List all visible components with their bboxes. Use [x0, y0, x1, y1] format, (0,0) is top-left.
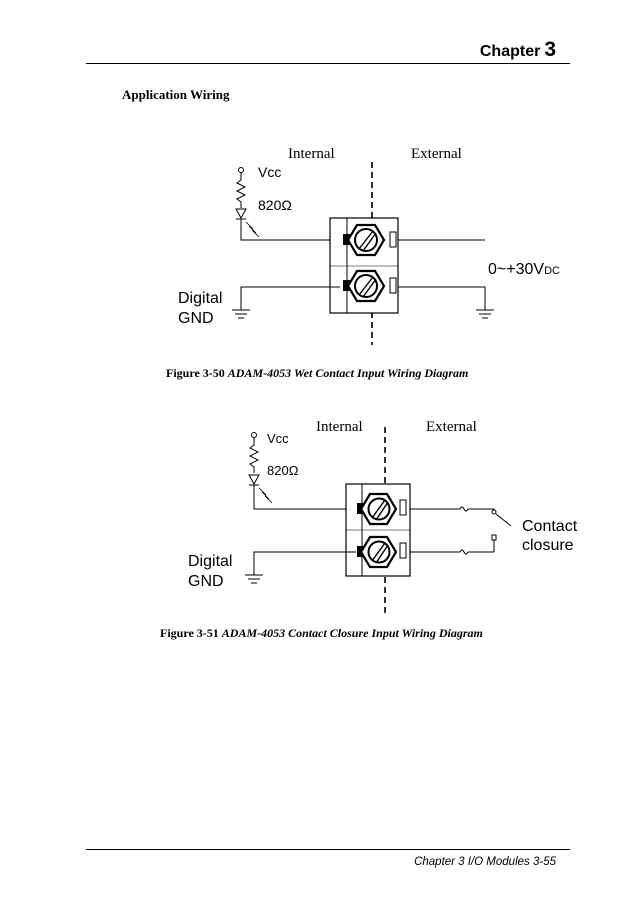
vcc-label: Vcc — [258, 164, 281, 180]
ground-wire-external — [398, 286, 486, 310]
contact-label: Contact — [522, 518, 578, 535]
closure-label: closure — [522, 537, 574, 554]
resistor-label: 820Ω — [267, 463, 299, 478]
wire-break-bottom-icon — [459, 549, 469, 555]
ground-symbol-internal-icon — [232, 309, 250, 319]
photo-arrows-icon — [245, 221, 260, 238]
chapter-label: Chapter — [479, 43, 541, 60]
external-label: External — [411, 146, 462, 162]
digital-label: Digital — [188, 553, 232, 570]
contact-closure-diagram: Internal External Vcc 820Ω — [0, 405, 638, 625]
section-title: Application Wiring — [122, 87, 230, 102]
screw-top — [343, 223, 397, 257]
caption-number: Figure 3-50 — [166, 366, 225, 380]
vcc-terminal — [251, 432, 257, 438]
internal-label: Internal — [288, 146, 335, 162]
ground-symbol-internal-icon — [245, 574, 263, 584]
ground-symbol-external-icon — [476, 309, 494, 319]
photo-arrows-icon — [258, 487, 273, 504]
voltage-label: 0~+30VDC — [488, 261, 560, 278]
caption-number: Figure 3-51 — [160, 626, 219, 640]
screw-top — [357, 492, 407, 526]
screw-bottom — [343, 269, 397, 303]
ground-wire-internal — [240, 286, 340, 310]
figure-3-51-caption: Figure 3-51 ADAM-4053 Contact Closure In… — [160, 626, 483, 641]
figure-3-50-caption: Figure 3-50 ADAM-4053 Wet Contact Input … — [166, 366, 468, 381]
contact-closure-diagram-svg: Internal External Vcc 820Ω — [188, 419, 578, 617]
wet-contact-diagram: Internal External Vcc 820Ω — [0, 130, 638, 350]
caption-title: ADAM-4053 Contact Closure Input Wiring D… — [221, 626, 483, 640]
resistor — [235, 173, 247, 208]
caption-title: ADAM-4053 Wet Contact Input Wiring Diagr… — [227, 366, 469, 380]
wet-contact-diagram-svg: Internal External Vcc 820Ω — [178, 146, 560, 345]
vcc-terminal — [238, 167, 244, 173]
digital-label: Digital — [178, 290, 222, 307]
gnd-label: GND — [178, 310, 214, 327]
signal-wire-internal — [240, 219, 340, 241]
screw-bottom — [357, 535, 407, 569]
resistor-label: 820Ω — [258, 197, 292, 213]
switch-lever — [495, 513, 512, 527]
gnd-label: GND — [188, 573, 224, 590]
external-label: External — [426, 419, 477, 435]
vcc-label: Vcc — [267, 431, 289, 446]
resistor — [248, 438, 260, 473]
internal-label: Internal — [316, 419, 363, 435]
signal-wire-internal — [253, 485, 356, 510]
ground-wire-internal — [253, 551, 356, 575]
footer-rule — [86, 849, 570, 850]
page-footer: Chapter 3 I/O Modules 3-55 — [414, 856, 556, 868]
wire-break-top-icon — [459, 506, 469, 512]
header-rule — [86, 63, 570, 64]
chapter-number: 3 — [544, 38, 556, 61]
led — [248, 474, 260, 486]
led — [235, 208, 247, 220]
